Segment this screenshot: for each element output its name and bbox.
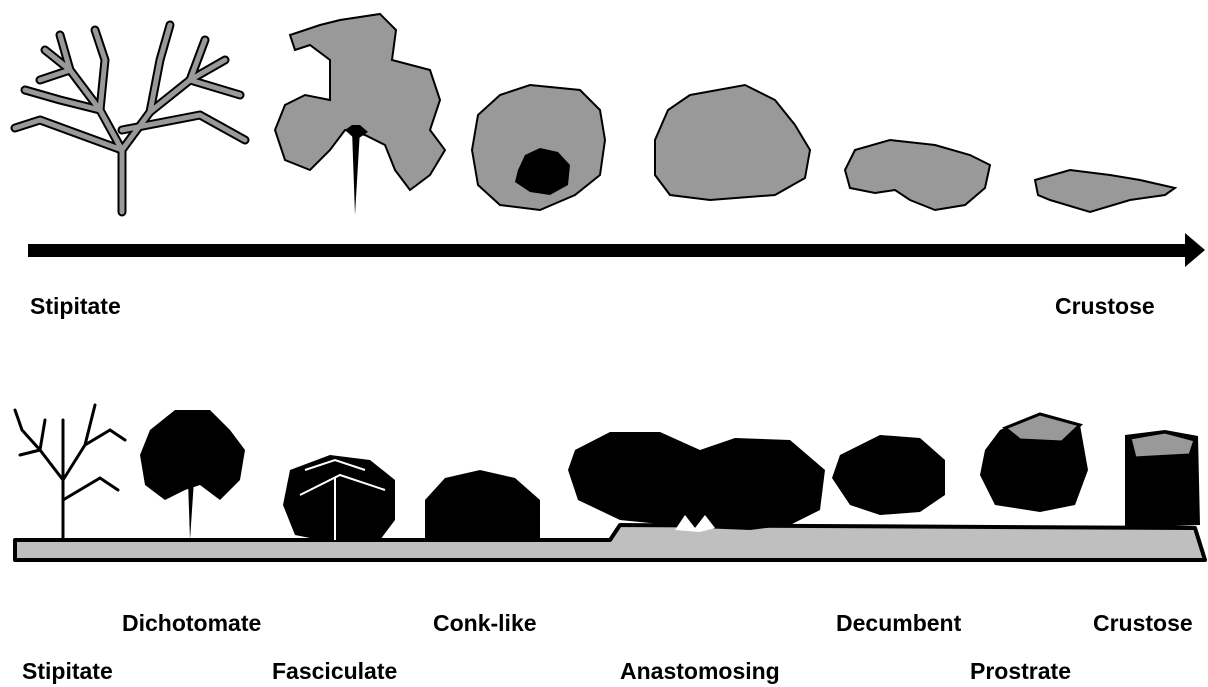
label-decumbent: Decumbent xyxy=(836,612,961,635)
prostrate-form-shape xyxy=(980,414,1088,512)
decumbent-top-shape xyxy=(845,140,990,210)
crustose-top-shape xyxy=(1035,170,1175,212)
top-start-label: Stipitate xyxy=(30,295,121,318)
gradient-arrow xyxy=(28,233,1205,267)
substrate-bar xyxy=(15,525,1205,560)
stipitate-form-shape xyxy=(15,405,125,540)
dichotomate-form-shape xyxy=(140,410,245,540)
label-fasciculate: Fasciculate xyxy=(272,660,397,683)
label-prostrate: Prostrate xyxy=(970,660,1071,683)
crustose-form-shape xyxy=(1125,430,1200,528)
label-conk-like: Conk-like xyxy=(433,612,537,635)
anastomosing-form-shape xyxy=(568,432,825,532)
stipitate-lobed-shape xyxy=(275,14,445,215)
label-stipitate: Stipitate xyxy=(22,660,113,683)
fasciculate-form-shape xyxy=(283,455,395,542)
label-dichotomate: Dichotomate xyxy=(122,612,261,635)
decumbent-form-shape xyxy=(832,435,945,515)
label-crustose: Crustose xyxy=(1093,612,1193,635)
rounded-mass-shape xyxy=(655,85,810,200)
top-end-label: Crustose xyxy=(1055,295,1155,318)
conk-like-top-shape xyxy=(472,85,605,210)
conk-like-form-shape xyxy=(425,470,540,540)
stipitate-branched-shape xyxy=(15,25,245,212)
label-anastomosing: Anastomosing xyxy=(620,660,780,683)
